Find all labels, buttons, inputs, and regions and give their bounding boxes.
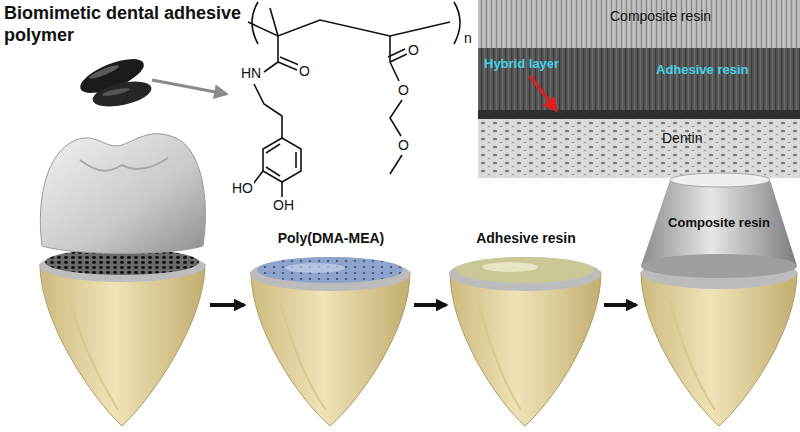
tooth-composite	[641, 173, 797, 426]
atom-label: n	[463, 30, 473, 46]
tooth-stage: Composite resin	[640, 176, 798, 428]
step-arrow	[210, 303, 244, 307]
atom-label: O	[397, 82, 410, 98]
node-text: Dentin	[662, 130, 702, 146]
sem-image	[476, 0, 800, 178]
atom-label: OH	[272, 197, 295, 213]
tooth-with-crown	[39, 134, 205, 426]
node-text: Adhesive resin	[656, 62, 749, 78]
mussel-icon	[76, 52, 226, 111]
chemical-structure	[248, 2, 460, 197]
atom-label: O	[407, 42, 420, 58]
node-text: Hybrid layer	[484, 56, 559, 72]
tooth-adhesive	[449, 257, 601, 426]
atom-label: O	[397, 137, 410, 153]
node-text: Adhesive resin	[450, 230, 602, 247]
step-arrow	[604, 303, 636, 307]
node-text: Composite resin	[640, 214, 798, 231]
tooth-primed	[250, 257, 410, 426]
atom-label: HO	[231, 180, 254, 196]
atom-label: HN	[240, 65, 262, 81]
step-arrow	[414, 303, 446, 307]
tooth-stage: Adhesive resin	[450, 230, 602, 428]
tooth-stage: Poly(DMA-MEA)	[250, 230, 412, 428]
node-text: Composite resin	[610, 8, 711, 24]
title: Biomimetic dental adhesive polymer	[4, 2, 246, 46]
atom-label: O	[298, 63, 311, 79]
node-text: Poly(DMA-MEA)	[250, 230, 412, 247]
sem-panel: Composite resinHybrid layer Adhesive resi…	[476, 0, 800, 178]
